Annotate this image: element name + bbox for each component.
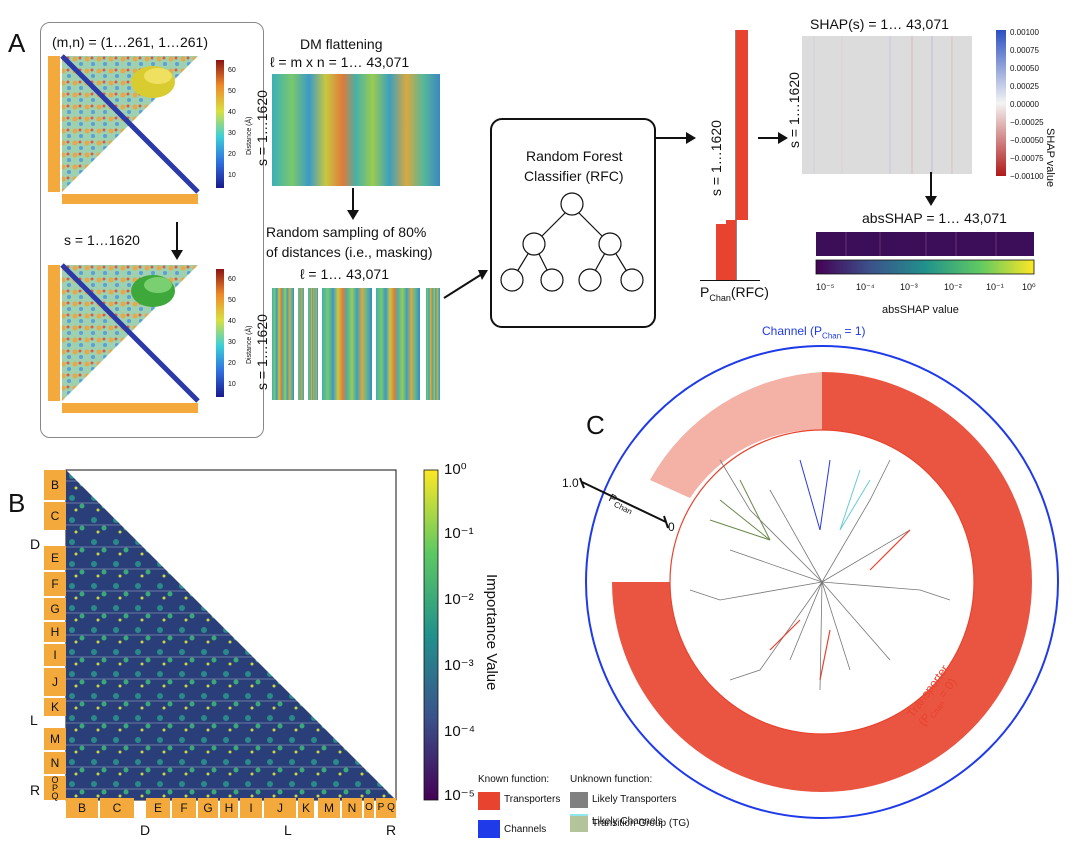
rfc-line1: Random Forest (526, 148, 623, 164)
l-label: ℓ = 1… 43,071 (300, 266, 389, 282)
legend-label-likely-channels: Likely Channels (592, 816, 663, 827)
shap-heatmap (802, 36, 972, 174)
random-sampling-line1: Random sampling of 80% (266, 224, 427, 240)
flattened-matrix (272, 74, 440, 186)
arrow-to-rfc (443, 270, 488, 299)
abs-shap-strip (816, 232, 1034, 256)
protein-structure-yellow (131, 66, 175, 98)
panel-b-left-segments: B C E F G H I J K M N O P Q (44, 470, 66, 801)
panel-b-marker-d: D (30, 536, 41, 552)
legend-label-transition-group: Transition Group (TG) (592, 818, 690, 829)
importance-matrix (65, 469, 397, 801)
masked-matrix (272, 288, 440, 400)
shap-colorbar (996, 30, 1006, 176)
phylogenetic-tree-circular (579, 345, 1059, 819)
rfc-box (490, 118, 656, 328)
legend-unknown-title: Unknown function: (570, 774, 653, 785)
s-vert-label-1: s = 1…1620 (254, 90, 270, 166)
abs-shap-title: absSHAP = 1… 43,071 (862, 210, 1007, 226)
panel-b-bottom-l: L (284, 822, 292, 838)
distance-map-box (40, 22, 264, 438)
down-arrow-1 (171, 222, 183, 260)
legend: Known function: Unknown function: Transp… (478, 774, 728, 844)
panel-b-bottom-r: R (386, 822, 397, 838)
mn-label: (m,n) = (1…261, 1…261) (52, 34, 209, 50)
random-sampling-line2: of distances (i.e., masking) (266, 244, 433, 260)
scale-bottom: 0 (668, 520, 675, 534)
legend-label-transporters: Transporters (504, 794, 561, 805)
panel-a-letter: A (8, 28, 26, 58)
panel-b-bottom-segments: B C E F G H I J K M N O P Q (66, 798, 396, 818)
down-arrow-3 (925, 172, 937, 206)
distance-map-top (48, 54, 224, 204)
s-vert-label-4: s = 1…1620 (786, 72, 802, 148)
distance-label-bottom: Distance (Å) (246, 325, 253, 364)
s-label-arrow: s = 1…1620 (64, 232, 140, 248)
scale-top: 1.0 (562, 476, 579, 490)
arrow-to-shap (758, 132, 788, 144)
rfc-line2: Classifier (RFC) (524, 168, 624, 184)
arrow-rfc-to-pchan (654, 132, 696, 144)
distance-label-top: Distance (Å) (246, 116, 253, 155)
distance-map-bottom (48, 263, 224, 413)
panel-b-marker-l: L (30, 712, 38, 728)
s-vert-label-2: s = 1…1620 (254, 314, 270, 390)
panel-b-bottom-d: D (140, 822, 151, 838)
legend-swatch-channels (478, 820, 500, 838)
dm-flattening-sub: ℓ = m x n = 1… 43,071 (270, 54, 410, 70)
shap-title: SHAP(s) = 1… 43,071 (810, 16, 949, 32)
importance-colorbar (423, 469, 439, 801)
abs-shap-colorbar (815, 259, 1035, 275)
dm-flattening-title: DM flattening (300, 36, 383, 52)
legend-known-title: Known function: (478, 774, 550, 785)
legend-label-likely-transporters: Likely Transporters (592, 794, 677, 805)
pchan-rfc-bars (716, 30, 748, 280)
decision-tree-icon (500, 192, 644, 292)
shap-value-label: SHAP value (1044, 128, 1056, 188)
pchan-rfc-label: PChan(RFC) (700, 284, 769, 303)
legend-swatch-transporters (478, 792, 500, 810)
legend-swatch-likely-transporters (570, 792, 588, 808)
panel-c-letter: C (586, 410, 605, 440)
down-arrow-2 (347, 188, 359, 220)
protein-structure-green (131, 275, 175, 307)
legend-swatch-transition-group (570, 816, 588, 832)
panel-b-marker-r: R (30, 782, 41, 798)
channel-label: Channel (PChan = 1) (762, 324, 866, 341)
legend-label-channels: Channels (504, 824, 547, 835)
pchan-rfc-axis (700, 280, 760, 281)
abs-shap-value-label: absSHAP value (882, 304, 959, 316)
importance-label: Importance Value (483, 574, 500, 691)
panel-b-letter: B (8, 488, 26, 518)
